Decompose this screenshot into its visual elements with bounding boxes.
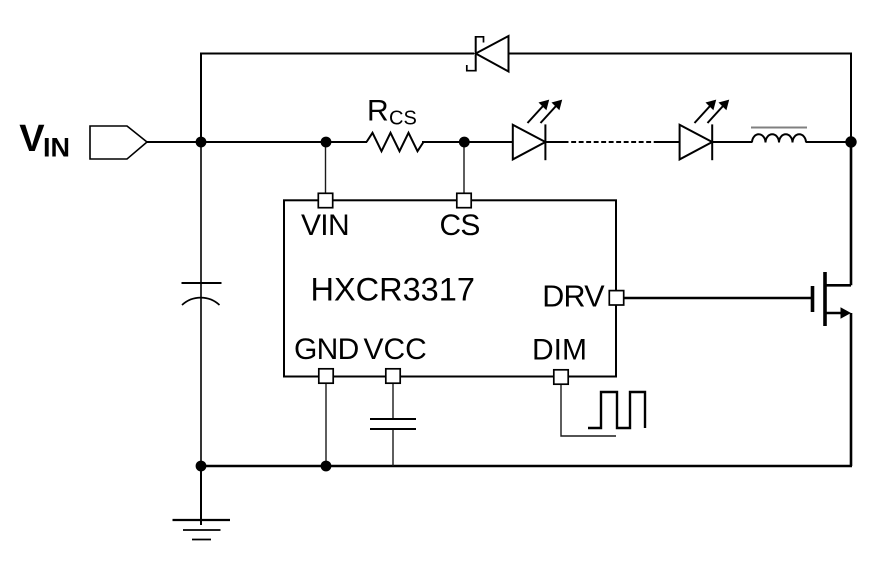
svg-text:DRV: DRV (542, 280, 605, 314)
svg-text:HXCR3317: HXCR3317 (311, 271, 475, 307)
svg-text:DIM: DIM (532, 334, 587, 367)
svg-text:VCC: VCC (364, 333, 427, 366)
svg-text:CS: CS (440, 209, 480, 242)
svg-text:CS: CS (389, 108, 417, 130)
svg-text:IN: IN (43, 133, 70, 163)
svg-text:VIN: VIN (301, 209, 349, 242)
svg-text:GND: GND (294, 333, 359, 366)
svg-text:R: R (367, 95, 389, 128)
svg-text:V: V (19, 118, 45, 160)
